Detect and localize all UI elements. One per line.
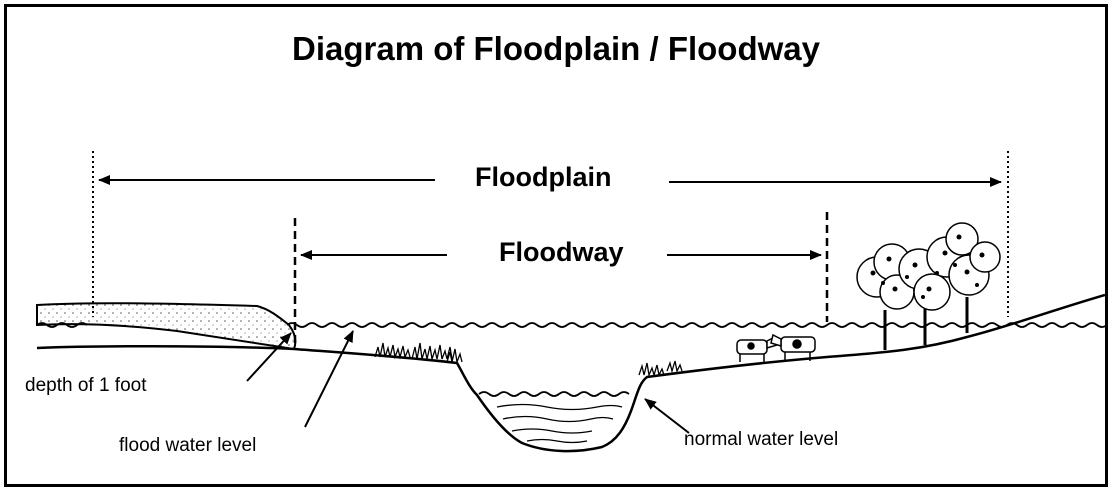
diagram-frame: Diagram of Floodplain / Floodway Floodpl… — [4, 4, 1108, 487]
normal-water-wave — [479, 392, 629, 396]
trees-icon — [857, 223, 1000, 350]
channel-water-lines — [497, 405, 622, 443]
diagram-title: Diagram of Floodplain / Floodway — [7, 30, 1105, 68]
normal-level-callout-arrow — [645, 399, 689, 433]
floodplain-label: Floodplain — [475, 162, 611, 193]
flood-level-callout-arrow — [305, 331, 353, 427]
flood-water-level-label: flood water level — [119, 435, 256, 457]
depth-label: depth of 1 foot — [25, 375, 147, 397]
floodway-label: Floodway — [499, 237, 624, 268]
normal-water-level-label: normal water level — [684, 429, 838, 451]
